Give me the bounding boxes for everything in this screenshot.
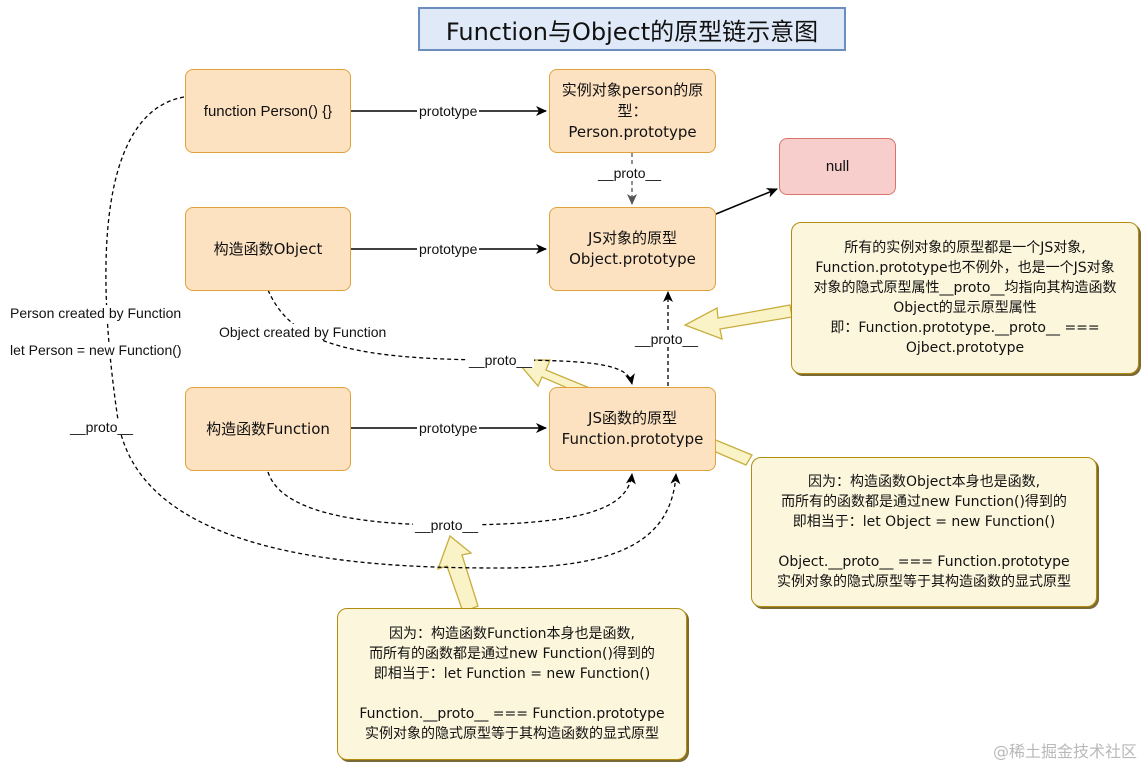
note1-line: Function.prototype也不例外，也是一个JS对象 [815, 260, 1115, 276]
note2-line: 因为：构造函数Object本身也是函数, [807, 474, 1041, 490]
note2-line: 即相当于：let Object = new Function() [792, 514, 1056, 530]
diagram-title: Function与Object的原型链示意图 [418, 7, 846, 51]
label-proto-function: __proto__ [413, 517, 481, 533]
note3-line: 实例对象的隐式原型等于其构造函数的显式原型 [365, 726, 659, 742]
note1-line: 即：Function.prototype.__proto__ === [830, 320, 1100, 336]
note3-line: 因为：构造函数Function本身也是函数, [389, 626, 635, 642]
note3-line: 而所有的函数都是通过new Function()得到的 [369, 646, 655, 662]
note2-line: Object.__proto__ === Function.prototype [778, 554, 1070, 570]
note1-line: 对象的隐式原型属性__proto__均指向其构造函数 [813, 280, 1117, 296]
note-function-prototype-explain: 所有的实例对象的原型都是一个JS对象, Function.prototype也不… [791, 222, 1139, 374]
label-prototype-object: prototype [417, 241, 480, 257]
label-proto-left: __proto__ [68, 419, 136, 435]
note2-line: 而所有的函数都是通过new Function()得到的 [781, 494, 1067, 510]
node-null: null [779, 138, 896, 195]
note-object-constructor-explain: 因为：构造函数Object本身也是函数, 而所有的函数都是通过new Funct… [751, 457, 1097, 607]
label-let-person: let Person = new Function() [8, 342, 184, 358]
hint-arrow-note3 [436, 534, 479, 613]
edge-person-proto-left-curve [105, 96, 681, 569]
note-function-constructor-explain: 因为：构造函数Function本身也是函数, 而所有的函数都是通过new Fun… [337, 608, 687, 760]
node-object-constructor: 构造函数Object [185, 207, 351, 291]
node-function-prototype-line2: Function.prototype [561, 430, 704, 448]
node-function-constructor: 构造函数Function [185, 387, 351, 471]
label-person-created: Person created by Function [8, 305, 184, 321]
label-proto-person: __proto__ [596, 165, 664, 181]
label-proto-funcproto: __proto__ [633, 331, 701, 347]
node-person-function: function Person() {} [185, 69, 351, 153]
label-prototype-function: prototype [417, 420, 480, 436]
hint-arrow-note1 [683, 304, 793, 341]
note3-line: 即相当于：let Function = new Function() [373, 666, 651, 682]
node-object-prototype: JS对象的原型 Object.prototype [549, 207, 716, 291]
note2-line: 实例对象的隐式原型等于其构造函数的显式原型 [777, 574, 1071, 590]
node-object-prototype-line1: JS对象的原型 [588, 229, 677, 247]
watermark: @稀土掘金技术社区 [992, 742, 1137, 761]
label-proto-object: __proto__ [467, 352, 535, 368]
note1-line: 所有的实例对象的原型都是一个JS对象, [844, 240, 1086, 256]
note3-line: Function.__proto__ === Function.prototyp… [359, 706, 665, 722]
node-function-prototype: JS函数的原型 Function.prototype [549, 387, 716, 471]
node-object-prototype-line2: Object.prototype [569, 250, 696, 268]
node-function-prototype-line1: JS函数的原型 [588, 409, 677, 427]
note1-line: Object的显示原型属性 [893, 300, 1037, 316]
label-object-created: Object created by Function [217, 324, 389, 340]
edge-objproto-null [715, 188, 778, 215]
label-prototype-person: prototype [417, 103, 480, 119]
note1-line: Ojbect.prototype [905, 340, 1025, 356]
node-person-prototype: 实例对象person的原型：Person.prototype [549, 69, 716, 153]
